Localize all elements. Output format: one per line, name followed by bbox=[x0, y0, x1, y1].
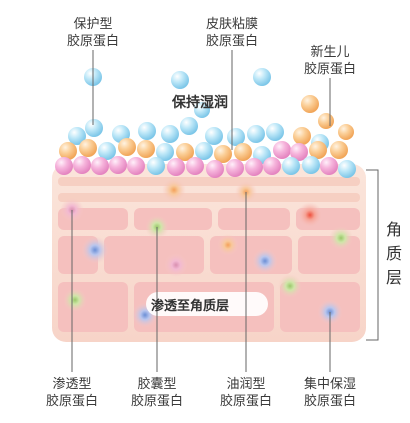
stratum-corneum-label: 角 质 层 bbox=[383, 218, 405, 290]
label-concentrated-line2: 胶原蛋白 bbox=[303, 394, 356, 409]
label-nascent-line2: 胶原蛋白 bbox=[303, 62, 356, 77]
label-mucosa-line1: 皮肤粘膜 bbox=[205, 17, 258, 32]
penetrate-label: 渗透至角质层 bbox=[151, 299, 230, 314]
side-char-1: 角 bbox=[385, 220, 402, 239]
label-protective-line1: 保护型 bbox=[73, 17, 113, 32]
label-nascent-line1: 新生儿 bbox=[310, 45, 350, 60]
label-penetrating-line2: 胶原蛋白 bbox=[45, 394, 98, 409]
penetrate-pill bbox=[146, 292, 268, 316]
label-moisturizing-line2: 胶原蛋白 bbox=[219, 394, 272, 409]
label-protective-collagen: 保护型 胶原蛋白 bbox=[55, 16, 131, 50]
keep-moist-label: 保持湿润 bbox=[172, 95, 228, 111]
label-capsule-collagen: 胶囊型 胶原蛋白 bbox=[119, 376, 195, 410]
label-concentrated-collagen: 集中保湿 胶原蛋白 bbox=[290, 376, 370, 410]
label-moisturizing-collagen: 油润型 胶原蛋白 bbox=[208, 376, 284, 410]
label-penetrating-collagen: 渗透型 胶原蛋白 bbox=[34, 376, 110, 410]
side-char-3: 层 bbox=[385, 268, 402, 287]
label-moisturizing-line1: 油润型 bbox=[226, 377, 266, 392]
label-protective-line2: 胶原蛋白 bbox=[66, 34, 119, 49]
label-mucosa-line2: 胶原蛋白 bbox=[205, 34, 258, 49]
collagen-spheres bbox=[55, 68, 356, 178]
leader-lines bbox=[71, 50, 379, 372]
label-penetrating-line1: 渗透型 bbox=[52, 377, 92, 392]
label-mucosa-collagen: 皮肤粘膜 胶原蛋白 bbox=[192, 16, 272, 50]
label-nascent-collagen: 新生儿 胶原蛋白 bbox=[292, 44, 368, 78]
label-concentrated-line1: 集中保湿 bbox=[303, 377, 356, 392]
label-capsule-line2: 胶原蛋白 bbox=[130, 394, 183, 409]
side-char-2: 质 bbox=[385, 244, 402, 263]
label-capsule-line1: 胶囊型 bbox=[137, 377, 177, 392]
